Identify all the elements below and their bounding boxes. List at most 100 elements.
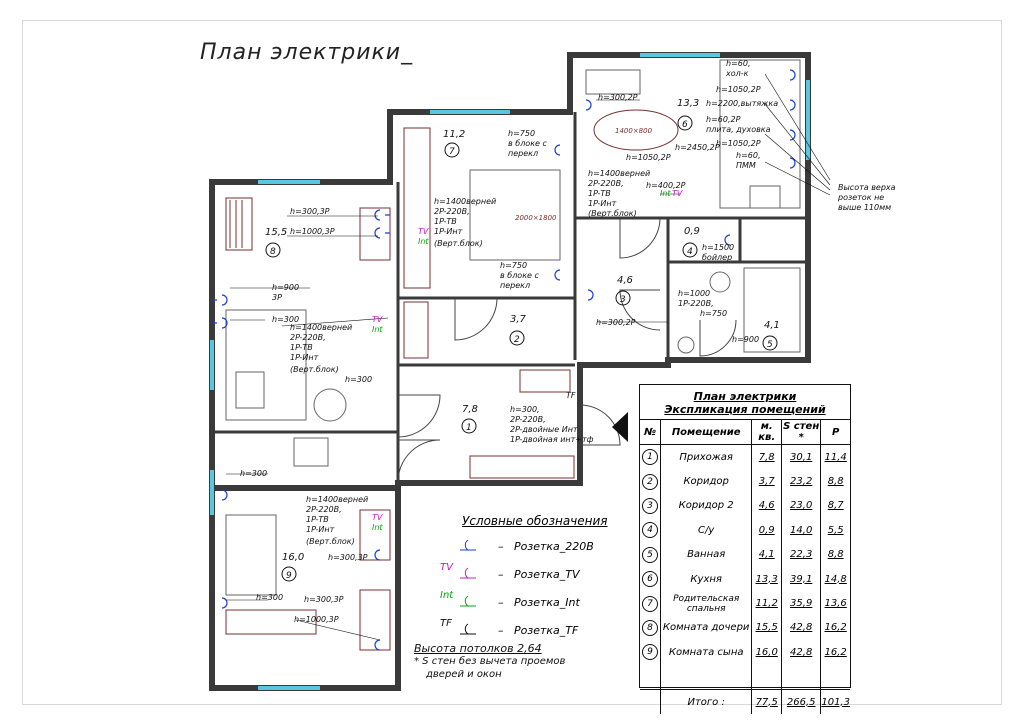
- annotation: h=300: [345, 375, 372, 384]
- page-title: План электрики_: [200, 40, 414, 65]
- wardrobe-9: [225, 609, 317, 635]
- total-area: 77,5: [751, 688, 783, 715]
- annotation: плита, духовка: [706, 125, 771, 134]
- note-line-1: * S стен без вычета проемов: [414, 656, 566, 667]
- room-name: Родительская спальня: [660, 591, 753, 616]
- room-wall-area: 23,0: [781, 493, 822, 519]
- annotation: розеток не: [837, 193, 884, 202]
- tv-tag: ТV: [372, 315, 383, 324]
- col-room: Помещение: [660, 420, 753, 445]
- annotation: h=60,: [726, 59, 751, 68]
- legend-dash: –: [498, 624, 504, 637]
- annotation: h=300,3P: [290, 207, 330, 216]
- annotation: перекл: [508, 149, 538, 158]
- legend-dash: –: [498, 540, 504, 553]
- annotation: 2P-двойные Инт: [510, 425, 578, 434]
- room-num-circle-6: [677, 115, 693, 131]
- annotation: 1P-ТВ: [290, 343, 313, 352]
- desk-8: [359, 207, 391, 261]
- room-number: 7: [642, 595, 658, 612]
- bed-8: [225, 309, 307, 421]
- room-number: 1: [642, 449, 658, 466]
- legend-dash: –: [498, 568, 504, 581]
- room-perimeter: 16,2: [824, 646, 847, 658]
- annotation: h=1050,2P: [626, 153, 671, 162]
- room-area-8: 15,5: [265, 227, 287, 238]
- annotation: 1P-Инт: [434, 227, 463, 236]
- socket-icon: [212, 317, 228, 329]
- socket-tags: ТV Int TV Int TF Int TV Int TV: [372, 189, 683, 532]
- wardrobe-8: [225, 197, 253, 251]
- explication-header: План электрики Экспликация помещений: [640, 385, 850, 420]
- annotation: h=300,2P: [598, 93, 638, 102]
- room-wall-area: 22,3: [781, 542, 822, 567]
- annotation: h=300,2P: [596, 318, 636, 327]
- annotation: h=60,: [736, 151, 761, 160]
- room-wall-area: 39,1: [781, 566, 822, 592]
- legend-tag: TV: [440, 562, 453, 573]
- socket-icon: [374, 549, 381, 561]
- room-area: 0,9: [751, 518, 783, 543]
- bed-size-label: 2000×1800: [515, 214, 557, 222]
- door-3: [619, 289, 661, 331]
- col-walls: S стен *: [781, 420, 822, 445]
- room-perimeter: 8,8: [827, 476, 844, 488]
- wardrobe-7: [403, 127, 431, 289]
- shelf-9: [359, 589, 391, 651]
- room-num-7: 7: [449, 147, 455, 157]
- room-num-8: 8: [270, 247, 276, 257]
- annotation: h=1400верней: [290, 323, 352, 332]
- legend-label: Розетка_TV: [514, 568, 580, 581]
- room-num-circle-2: [509, 330, 525, 346]
- room-area: 4,1: [751, 542, 783, 567]
- leader: [764, 103, 831, 186]
- room-number: 2: [642, 473, 658, 490]
- room-area-2: 3,7: [510, 314, 527, 325]
- annotation: (Верт.блок): [306, 537, 355, 546]
- annotation: 2P-220В,: [588, 179, 624, 188]
- socket-icon: [585, 99, 592, 111]
- room-num-9: 9: [286, 571, 292, 581]
- room-number: 8: [642, 619, 658, 636]
- desk-9-chair: [293, 437, 329, 467]
- notes: Высота потолков 2,64 * S стен без вычета…: [414, 642, 565, 681]
- annotation: 2P-220В,: [306, 505, 342, 514]
- room-wall-area: 23,2: [781, 469, 822, 494]
- room-name: Кухня: [660, 566, 753, 592]
- col-num: №: [640, 420, 661, 445]
- annotation: h=1000,3P: [294, 615, 339, 624]
- leader: [281, 317, 389, 327]
- legend-tag: Int: [440, 590, 454, 601]
- doors: [397, 217, 737, 483]
- annotation: h=300,3P: [304, 595, 344, 604]
- room-area: 4,6: [751, 493, 783, 519]
- page-frame: [22, 20, 1002, 705]
- room-perimeter: 11,4: [824, 451, 847, 463]
- room-wall-area: 30,1: [781, 444, 822, 470]
- wardrobe-1: [469, 455, 575, 479]
- room-number-cell: 9: [640, 640, 661, 665]
- room-num-circle-4: [682, 242, 698, 258]
- explication-subtitle: Экспликация помещений: [664, 403, 826, 416]
- socket-icon: [554, 269, 561, 281]
- room-num-4: 4: [687, 247, 693, 257]
- door-5: [699, 319, 737, 357]
- annotation: 1P-Инт: [306, 525, 335, 534]
- note-line-2: дверей и окон: [426, 669, 502, 680]
- annotation: (Верт.блок): [290, 365, 339, 374]
- sink: [749, 185, 781, 209]
- socket-220-icon: [460, 539, 476, 551]
- room-number-cell: 3: [640, 493, 661, 519]
- annotation: h=1400верней: [434, 197, 496, 206]
- legend-label: Розетка_TF: [514, 624, 579, 637]
- room-name: Комната сына: [660, 640, 753, 665]
- empty-cell: [640, 664, 661, 690]
- room-area: 15,5: [751, 615, 783, 641]
- room-num-3: 3: [620, 295, 626, 305]
